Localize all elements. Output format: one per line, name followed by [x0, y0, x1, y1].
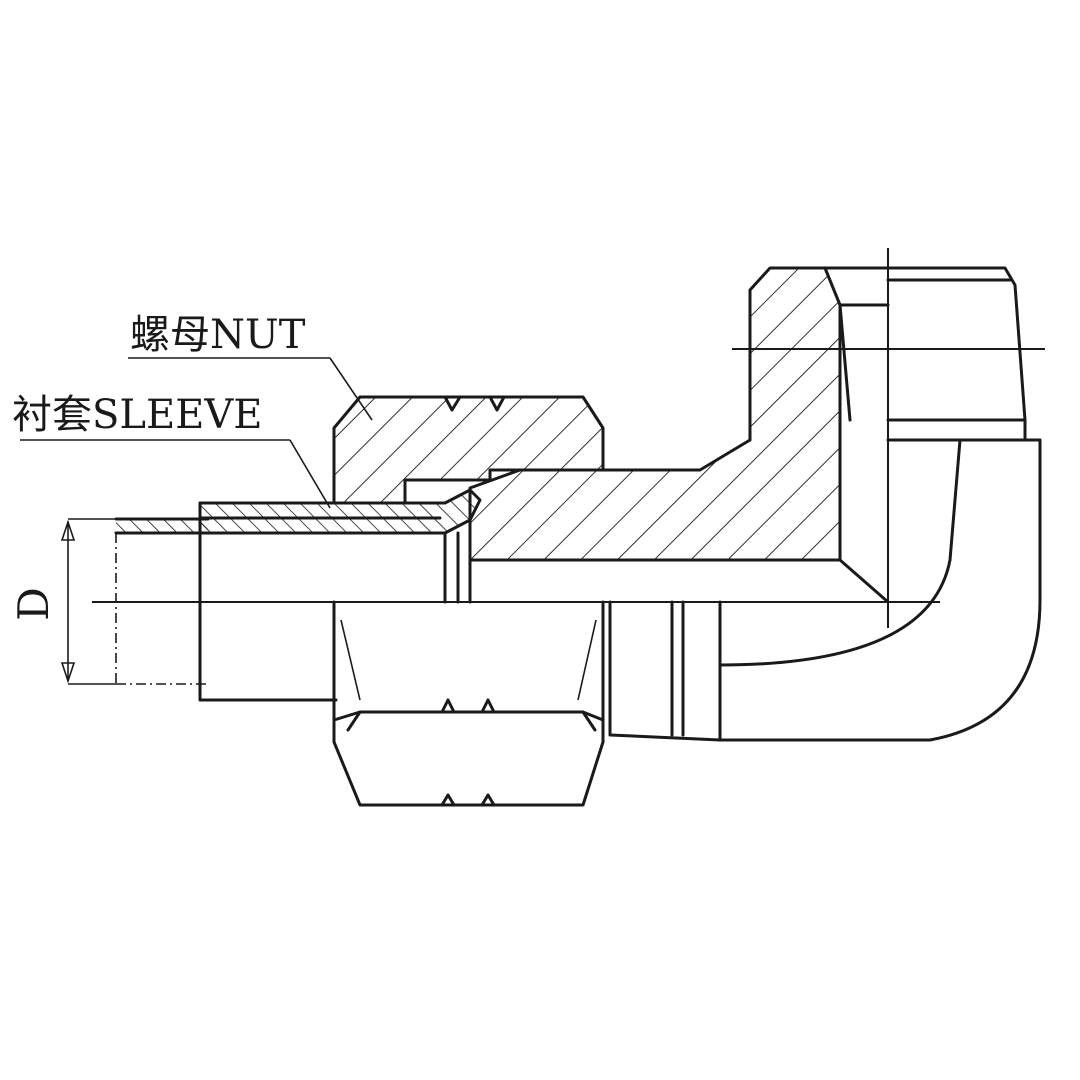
- elbow-port: [823, 266, 1042, 442]
- dimension-d-label: D: [9, 587, 58, 621]
- tube-hatched-wall: [116, 519, 208, 533]
- sleeve-leader: [289, 439, 331, 509]
- elbow-bend: [608, 438, 1042, 742]
- elbow-body-section: [443, 266, 890, 604]
- nut-leader: [329, 357, 373, 421]
- annotations: 螺母NUT 衬套SLEEVE: [12, 312, 373, 509]
- dimension-d: D: [9, 518, 116, 685]
- nut-lower-view: [332, 600, 605, 807]
- nut-upper-hatched: [332, 395, 605, 505]
- nut-upper-section: [332, 395, 605, 505]
- sleeve-label: 衬套SLEEVE: [12, 392, 262, 438]
- nut-label: 螺母NUT: [130, 312, 306, 358]
- tube: [114, 501, 338, 702]
